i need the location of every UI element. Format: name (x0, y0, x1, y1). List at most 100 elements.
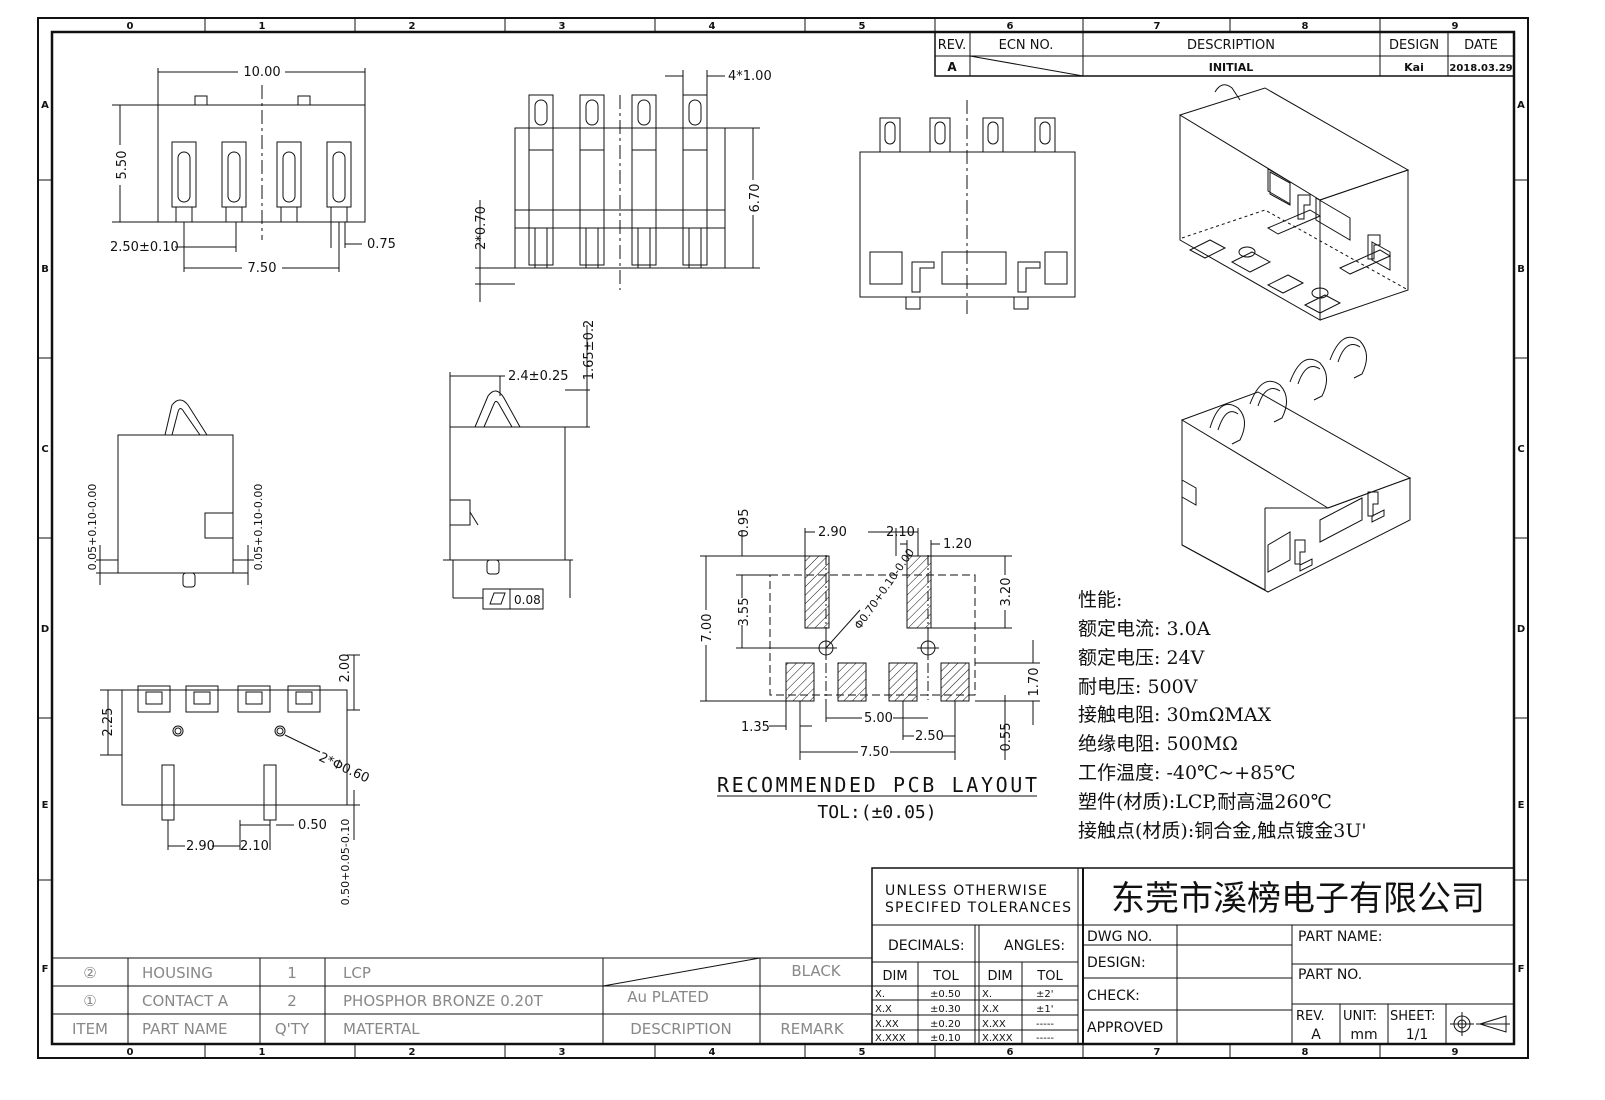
row-label: D (41, 624, 49, 635)
dim-pcb-055: 0.55 (999, 723, 1014, 752)
ang-dim: X.X (982, 1004, 999, 1015)
tol-header: TOL (1036, 969, 1063, 984)
iso-view-bottom (1178, 84, 1410, 321)
col-label: 2 (409, 1047, 416, 1058)
ang-tol: ±1' (1036, 1004, 1054, 1015)
row-label: D (1517, 624, 1525, 635)
dec-tol: ±0.50 (930, 989, 961, 1000)
spec-line: 额定电流: 3.0A (1078, 618, 1211, 640)
rear-pin (929, 117, 951, 153)
bom-table: ② HOUSING 1 LCP BLACK ① CONTACT A 2 PHOS… (52, 957, 872, 1044)
dim-side-right: 0.05+0.10-0.00 (252, 484, 265, 571)
dec-dim: X.XX (875, 1019, 899, 1030)
front-pin (276, 141, 302, 223)
bom-header-remark: REMARK (780, 1020, 845, 1038)
dec-dim: X. (875, 989, 885, 1000)
design-value: Kai (1404, 61, 1424, 74)
col-label: 0 (127, 1047, 134, 1058)
dim-bottom-tol: 0.50+0.05-0.10 (339, 819, 352, 906)
dim-bottom-holes: 2*Φ0.60 (316, 750, 371, 786)
ang-tol: ----- (1036, 1019, 1054, 1030)
dim-front-width: 10.00 (243, 65, 280, 80)
dim-bottom-w2: 2.10 (240, 839, 269, 854)
front-pin (171, 141, 197, 223)
row-label: B (41, 264, 49, 275)
bom-material: LCP (343, 964, 371, 982)
bom-item: ② (83, 964, 96, 982)
iso-contact (1289, 358, 1327, 401)
description-value: INITIAL (1209, 61, 1254, 74)
frame: 0 1 2 3 4 5 6 7 8 9 0 1 2 3 4 5 6 7 8 9 … (37, 17, 1529, 1059)
dim-flatness: 0.08 (514, 593, 541, 607)
part-no-label: PART NO. (1298, 967, 1362, 983)
dwg-no-label: DWG NO. (1087, 929, 1152, 945)
revision-table: REV. ECN NO. DESCRIPTION DESIGN DATE A I… (934, 31, 1515, 77)
iso-contact (1329, 336, 1367, 379)
spec-heading: 性能: (1078, 589, 1122, 611)
top-view: 4*1.00 6.70 2*0.70 (474, 69, 772, 302)
col-label: 6 (1007, 21, 1014, 32)
dim-pcb-210: 2.10 (886, 525, 915, 540)
bom-header-material: MATERTAL (343, 1020, 420, 1038)
dim-front-height: 5.50 (115, 151, 130, 180)
row-label: F (42, 964, 49, 975)
ecn-header: ECN NO. (999, 38, 1054, 53)
dim-front-span: 7.50 (248, 261, 277, 276)
rev-header: REV. (938, 38, 967, 53)
pcb-pad (940, 662, 970, 702)
col-label: 9 (1452, 1047, 1459, 1058)
col-label: 5 (859, 21, 866, 32)
ang-tol: ----- (1036, 1033, 1054, 1044)
pcb-layout: 2.90 2.10 1.20 0.95 7.00 3.55 3.20 Φ0.70… (700, 509, 1042, 823)
bom-material: PHOSPHOR BRONZE 0.20T (343, 992, 544, 1010)
iso-contact (1249, 380, 1287, 423)
spec-line: 接触电阻: 30mΩMAX (1078, 704, 1272, 726)
pcb-pad (804, 555, 830, 629)
dim-side-offset: 2.4±0.25 (508, 369, 569, 384)
design-header: DESIGN (1389, 38, 1439, 53)
col-label: 8 (1302, 1047, 1309, 1058)
col-label: 8 (1302, 21, 1309, 32)
row-label: F (1518, 964, 1525, 975)
top-pin (579, 94, 605, 269)
bom-description: Au PLATED (627, 988, 709, 1006)
col-label: 1 (259, 21, 266, 32)
sheet-label: SHEET: (1390, 1009, 1435, 1024)
col-label: 2 (409, 21, 416, 32)
col-label: 3 (559, 21, 566, 32)
description-header: DESCRIPTION (1187, 38, 1275, 53)
specifications: 性能: 额定电流: 3.0A 额定电压: 24V 耐电压: 500V 接触电阻:… (1078, 589, 1367, 842)
rear-pin (1034, 117, 1056, 153)
ang-dim: X. (982, 989, 992, 1000)
spec-line: 塑件(材质):LCP,耐高温260℃ (1078, 791, 1332, 813)
side-view-right: 2.4±0.25 1.65±0.2 0.08 (443, 320, 597, 610)
date-value: 2018.03.29 (1449, 63, 1512, 74)
bottom-terminal (237, 685, 271, 713)
dim-header: DIM (882, 969, 907, 984)
tol-header: TOL (932, 969, 959, 984)
bottom-view: 2.25 2.00 2*Φ0.60 2.90 2.10 0.50 0.50+0.… (100, 654, 372, 906)
dec-tol: ±0.10 (930, 1033, 961, 1044)
col-label: 1 (259, 1047, 266, 1058)
dim-header: DIM (987, 969, 1012, 984)
bom-qty: 1 (287, 964, 297, 982)
part-name-label: PART NAME: (1298, 929, 1383, 945)
rev-label: REV. (1296, 1009, 1325, 1024)
title-block: UNLESS OTHERWISE SPECIFED TOLERANCES 东莞市… (871, 867, 1515, 1045)
bom-header-description: DESCRIPTION (630, 1020, 732, 1038)
pcb-pad (837, 662, 867, 702)
spec-line: 额定电压: 24V (1078, 647, 1205, 669)
rear-pin (879, 117, 901, 153)
dim-pcb-095: 0.95 (737, 509, 752, 538)
spec-line: 工作温度: -40℃~+85℃ (1078, 762, 1296, 784)
rev-value: A (1311, 1027, 1321, 1043)
dim-top-h2: 6.70 (748, 184, 763, 213)
col-label: 9 (1452, 21, 1459, 32)
dim-front-pitch: 2.50±0.10 (110, 240, 179, 255)
dim-pcb-355: 3.55 (737, 598, 752, 627)
bom-header-name: PART NAME (142, 1020, 228, 1038)
spec-line: 耐电压: 500V (1078, 676, 1198, 698)
dec-dim: X.XXX (875, 1033, 906, 1044)
dim-bottom-h2: 2.00 (338, 654, 353, 683)
